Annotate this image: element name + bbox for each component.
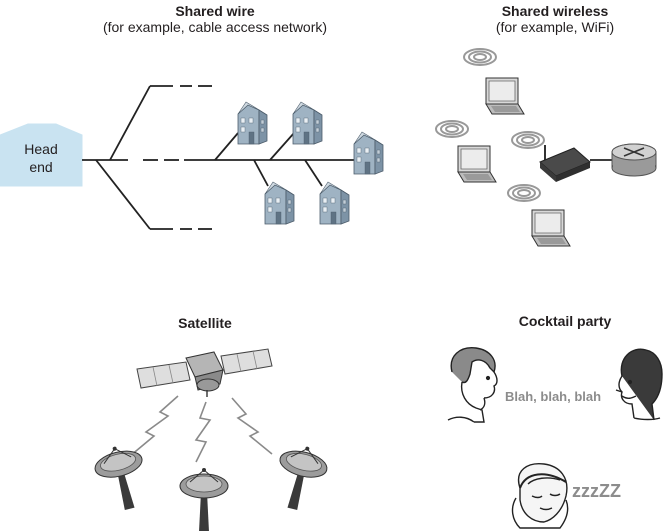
person-right-icon [615,348,663,421]
headend-label-line1: Head [24,141,57,157]
house-icon [264,181,295,225]
wifi-waves-icon [463,48,497,66]
shared-wire-subtitle: (for example, cable access network) [102,19,328,35]
wifi-waves-icon [507,184,541,202]
satellite-icon [136,348,273,397]
laptop-icon [485,77,525,115]
wifi-waves-icon [435,120,469,138]
laptop-icon [457,145,497,183]
speech-text: Blah, blah, blah [505,389,601,404]
shared-wireless-subtitle: (for example, WiFi) [495,19,615,35]
house-icon [237,101,268,145]
satellite-dish-icon [268,440,332,516]
person-left-icon [447,347,498,423]
router-icon [611,143,657,177]
sleep-text: zzzZZ [572,481,621,501]
sleeping-person-icon [511,463,569,529]
house-icon [319,181,350,225]
shared-wire-title: Shared wire [175,3,255,19]
house-icon [292,101,323,145]
cable-network [82,85,358,230]
house-icon [353,131,384,175]
satellite-dish-icon [90,440,154,516]
headend-label-line2: end [29,159,52,175]
shared-wireless-title: Shared wireless [501,3,609,19]
headend-box: Head end [0,123,83,187]
satellite-title: Satellite [178,315,232,331]
satellite-dish-icon [179,467,229,531]
cocktail-party-title: Cocktail party [518,313,612,329]
wifi-waves-icon [511,131,545,149]
access-point-icon [539,145,591,182]
lightning-links [129,395,273,463]
laptop-icon [531,209,571,247]
